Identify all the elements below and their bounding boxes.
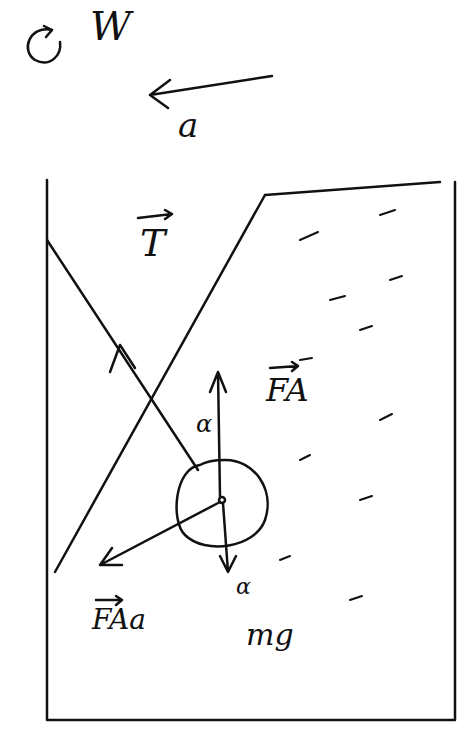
gravity-arrow xyxy=(220,503,236,572)
rotation-label: W xyxy=(90,6,131,46)
acceleration-label: a xyxy=(178,108,198,142)
buoyancy-arrow xyxy=(210,372,226,497)
force-label: FA xyxy=(266,374,309,406)
container xyxy=(47,180,455,720)
vector-mark xyxy=(138,210,172,219)
rope xyxy=(47,240,198,470)
water-surface xyxy=(265,182,440,195)
force-label: FAa xyxy=(92,606,146,634)
tension-label: T xyxy=(140,224,165,262)
angle-label: α xyxy=(196,412,212,436)
vector-mark xyxy=(96,596,122,605)
water-surface-tilt xyxy=(55,195,265,572)
force-label: mg xyxy=(246,620,294,650)
inertial-force-arrow xyxy=(100,502,220,565)
tension-arrowhead xyxy=(110,345,135,372)
rotation-symbol xyxy=(28,29,60,62)
angle-label: α xyxy=(236,576,251,598)
vector-mark xyxy=(270,362,298,371)
rotation-arrowhead xyxy=(44,26,52,37)
acceleration-arrow xyxy=(150,76,272,108)
